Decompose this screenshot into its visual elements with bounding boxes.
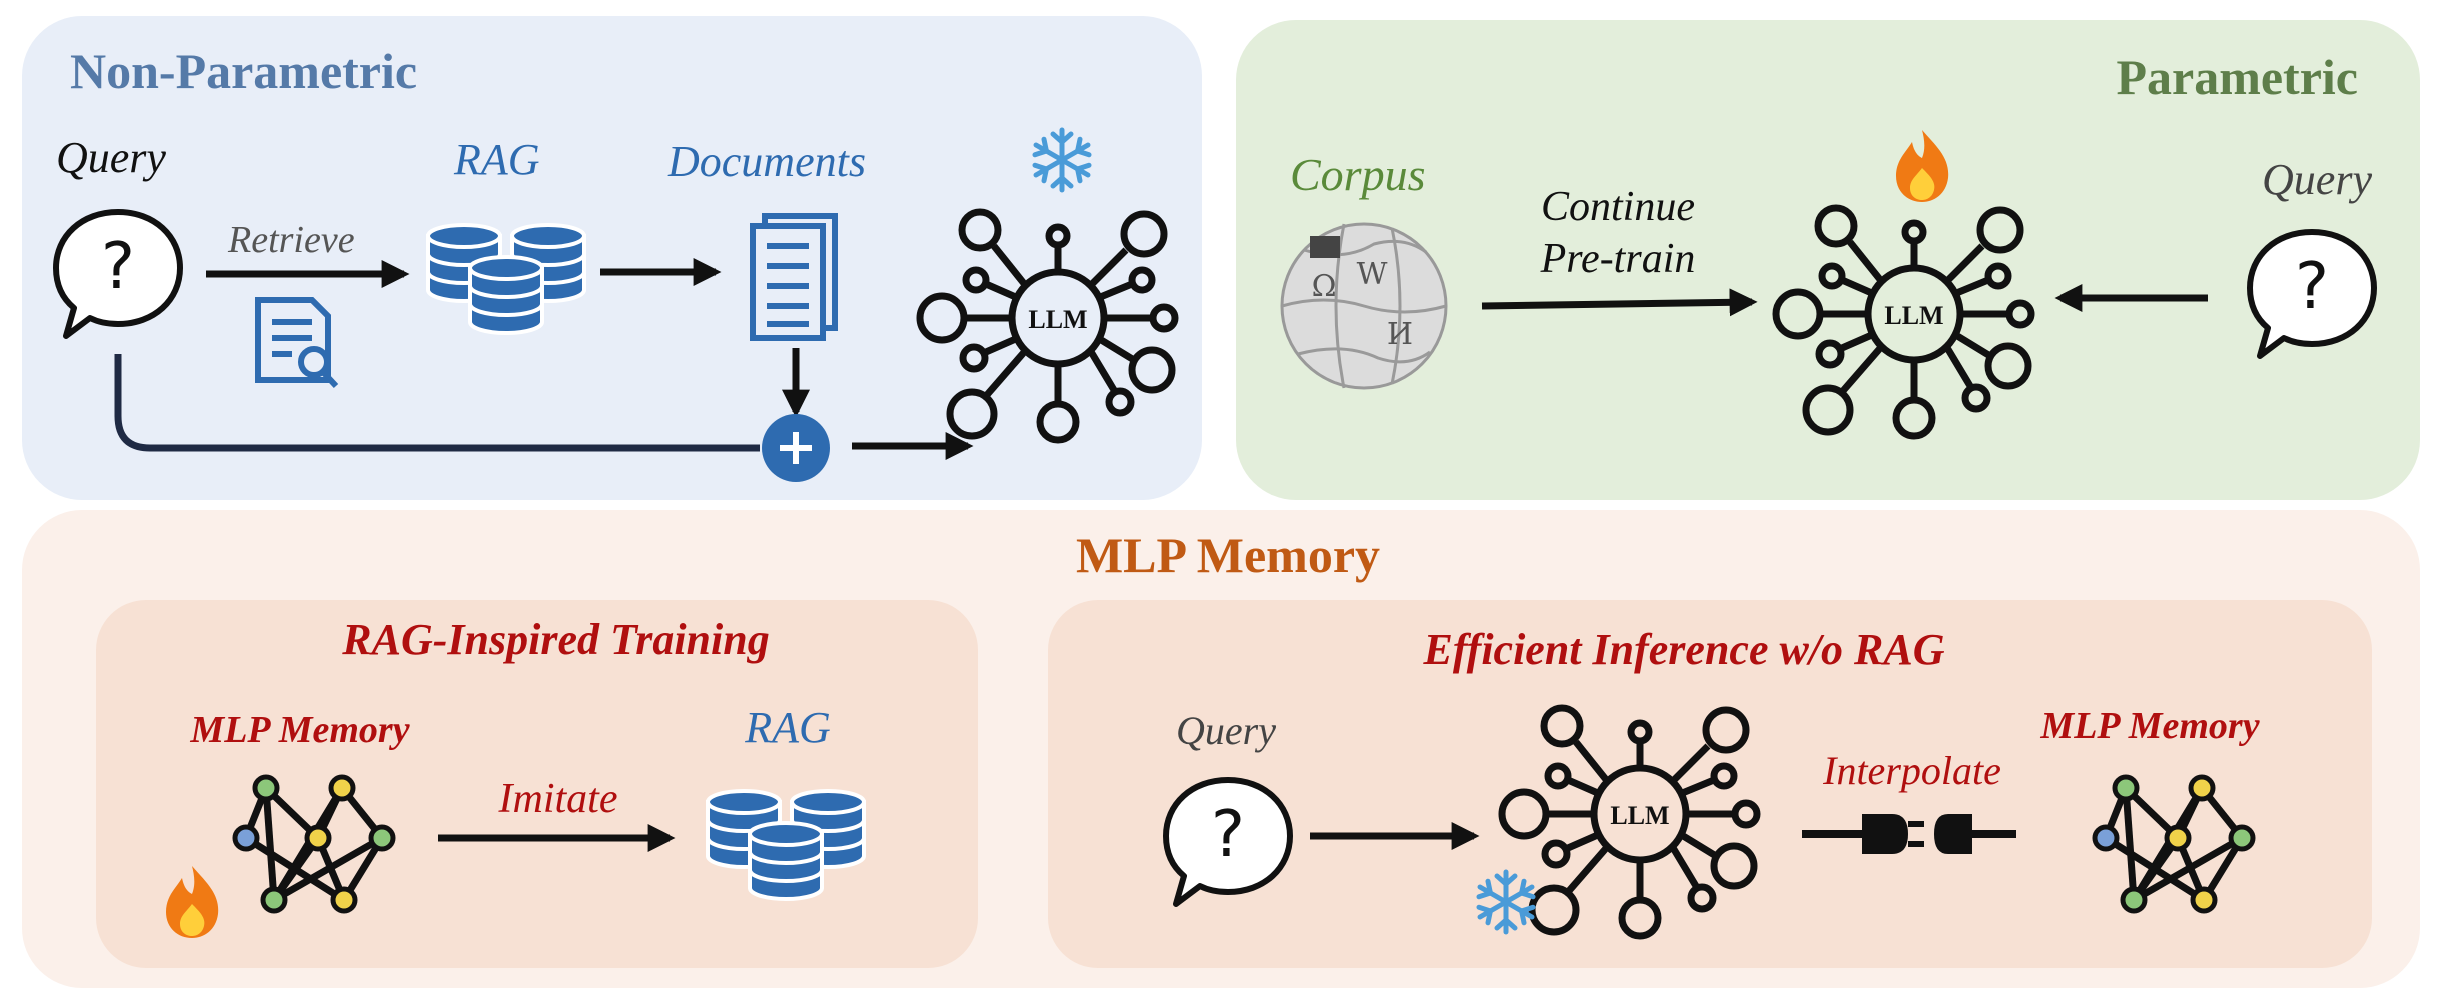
svg-text:W: W	[1357, 257, 1388, 292]
query-label: Query	[56, 133, 166, 182]
svg-text:Ω: Ω	[1312, 269, 1337, 304]
plug-connector-icon	[1802, 814, 2016, 854]
query-bubble-icon: ?	[2250, 232, 2374, 356]
rag-label: RAG	[453, 135, 540, 184]
query-bubble-icon: ?	[56, 212, 180, 336]
corpus-label: Corpus	[1290, 149, 1425, 200]
svg-text:?: ?	[1211, 798, 1245, 872]
query-bypass-line	[114, 354, 760, 452]
query-bubble-icon: ?	[1166, 780, 1290, 904]
llm-label: LLM	[1610, 801, 1669, 830]
interpolate-label: Interpolate	[1822, 748, 2001, 793]
document-search-icon	[255, 297, 339, 389]
mlp-memory-title: MLP Memory	[1076, 527, 1380, 583]
retrieve-label: Retrieve	[227, 219, 355, 261]
svg-text:?: ?	[2295, 250, 2329, 324]
svg-text:?: ?	[101, 230, 135, 304]
continue-label: Continue	[1541, 184, 1695, 230]
combine-plus-icon	[762, 414, 830, 482]
documents-icon	[750, 213, 838, 341]
svg-text:И: И	[1387, 317, 1413, 352]
llm-label: LLM	[1884, 301, 1943, 330]
wikipedia-globe-icon: Ω W И	[1280, 222, 1448, 390]
parametric-panel	[1236, 20, 2420, 500]
nonparametric-title: Non-Parametric	[70, 43, 417, 99]
inference-title: Efficient Inference w/o RAG	[1422, 625, 1944, 674]
rag-label: RAG	[744, 703, 831, 752]
mlp-memory-label: MLP Memory	[189, 709, 409, 751]
corpus-to-llm-arrow	[1481, 288, 1758, 317]
documents-label: Documents	[667, 137, 866, 186]
imitate-label: Imitate	[498, 776, 618, 822]
parametric-title: Parametric	[2116, 49, 2358, 105]
training-title: RAG-Inspired Training	[341, 615, 769, 664]
query-label: Query	[2262, 155, 2372, 204]
pretrain-label: Pre-train	[1540, 236, 1696, 282]
mlp-memory-label: MLP Memory	[2039, 705, 2259, 747]
llm-label: LLM	[1028, 305, 1087, 334]
query-label: Query	[1176, 708, 1276, 753]
